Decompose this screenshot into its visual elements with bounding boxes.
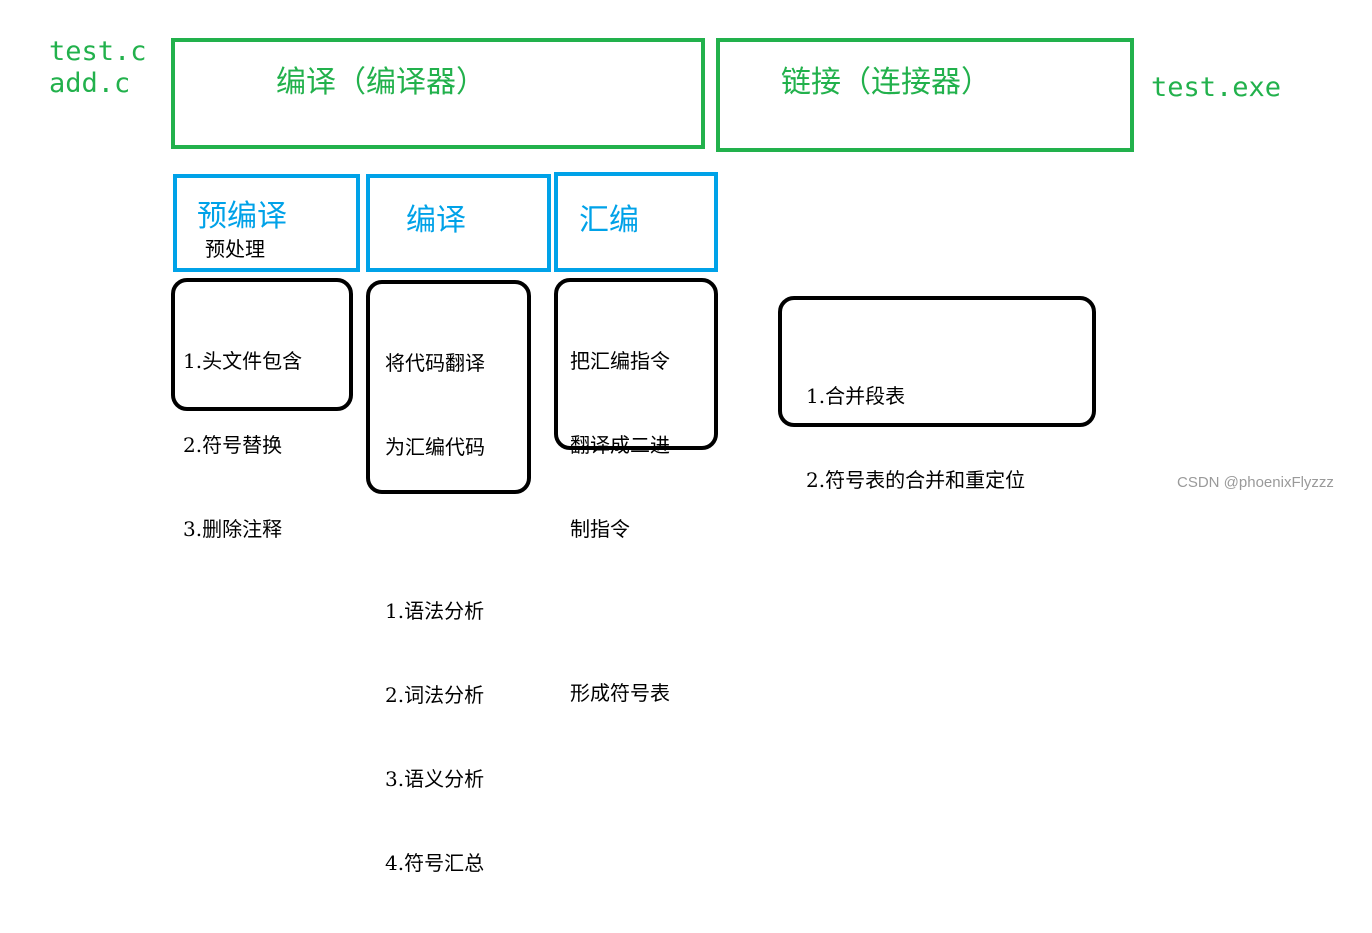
output-file-test-exe: test.exe: [1151, 72, 1282, 103]
list-item: 2.符号替换: [183, 433, 283, 457]
preprocess-box: 预编译 预处理: [173, 174, 360, 272]
list-item: 制指令: [570, 517, 630, 541]
compile-substage-box: 编译: [366, 174, 551, 272]
assemble-title: 汇编: [579, 203, 639, 238]
assemble-details-list: 把汇编指令 翻译成二进 制指令 形成符号表: [570, 291, 670, 763]
list-item: 1.语法分析: [385, 599, 485, 623]
list-item: 2.词法分析: [385, 683, 485, 707]
input-file-add-c: add.c: [49, 68, 131, 99]
list-item: 把汇编指令: [570, 349, 670, 373]
link-stage-label: 链接（连接器）: [781, 65, 991, 100]
list-item: 翻译成二进: [570, 433, 670, 457]
assemble-box: 汇编: [554, 172, 718, 272]
input-file-test-c: test.c: [49, 36, 147, 67]
assemble-details-box: 把汇编指令 翻译成二进 制指令 形成符号表: [554, 278, 718, 705]
list-item: [385, 517, 485, 541]
compile-details-list: 将代码翻译 为汇编代码 1.语法分析 2.词法分析 3.语义分析 4.符号汇总: [385, 293, 485, 933]
preprocess-details-box: 1.头文件包含 2.符号替换 3.删除注释: [171, 278, 353, 541]
preprocess-title: 预编译: [197, 199, 287, 234]
list-item: 将代码翻译: [385, 351, 485, 375]
list-item: 2.符号表的合并和重定位: [806, 468, 1026, 492]
list-item: 形成符号表: [570, 681, 670, 705]
list-item: 为汇编代码: [385, 435, 485, 459]
list-item: [570, 599, 670, 623]
list-item: 3.删除注释: [183, 517, 283, 541]
list-item: 1.合并段表: [806, 384, 906, 408]
watermark: CSDN @phoenixFlyzzz: [1177, 474, 1334, 491]
list-item: 4.符号汇总: [385, 851, 485, 875]
compile-stage-box: 编译（编译器）: [171, 38, 705, 149]
preprocess-details-list: 1.头文件包含 2.符号替换 3.删除注释: [183, 291, 302, 599]
compile-substage-title: 编译: [406, 203, 466, 238]
list-item: 3.语义分析: [385, 767, 485, 791]
link-stage-box: 链接（连接器）: [716, 38, 1134, 152]
link-details-box: 1.合并段表 2.符号表的合并和重定位: [778, 296, 1096, 492]
compile-details-box: 将代码翻译 为汇编代码 1.语法分析 2.词法分析 3.语义分析 4.符号汇总: [366, 280, 531, 875]
compile-stage-label: 编译（编译器）: [276, 65, 486, 100]
list-item: 1.头文件包含: [183, 349, 303, 373]
preprocess-subtitle: 预处理: [205, 237, 265, 261]
link-details-list: 1.合并段表 2.符号表的合并和重定位: [806, 326, 1025, 550]
